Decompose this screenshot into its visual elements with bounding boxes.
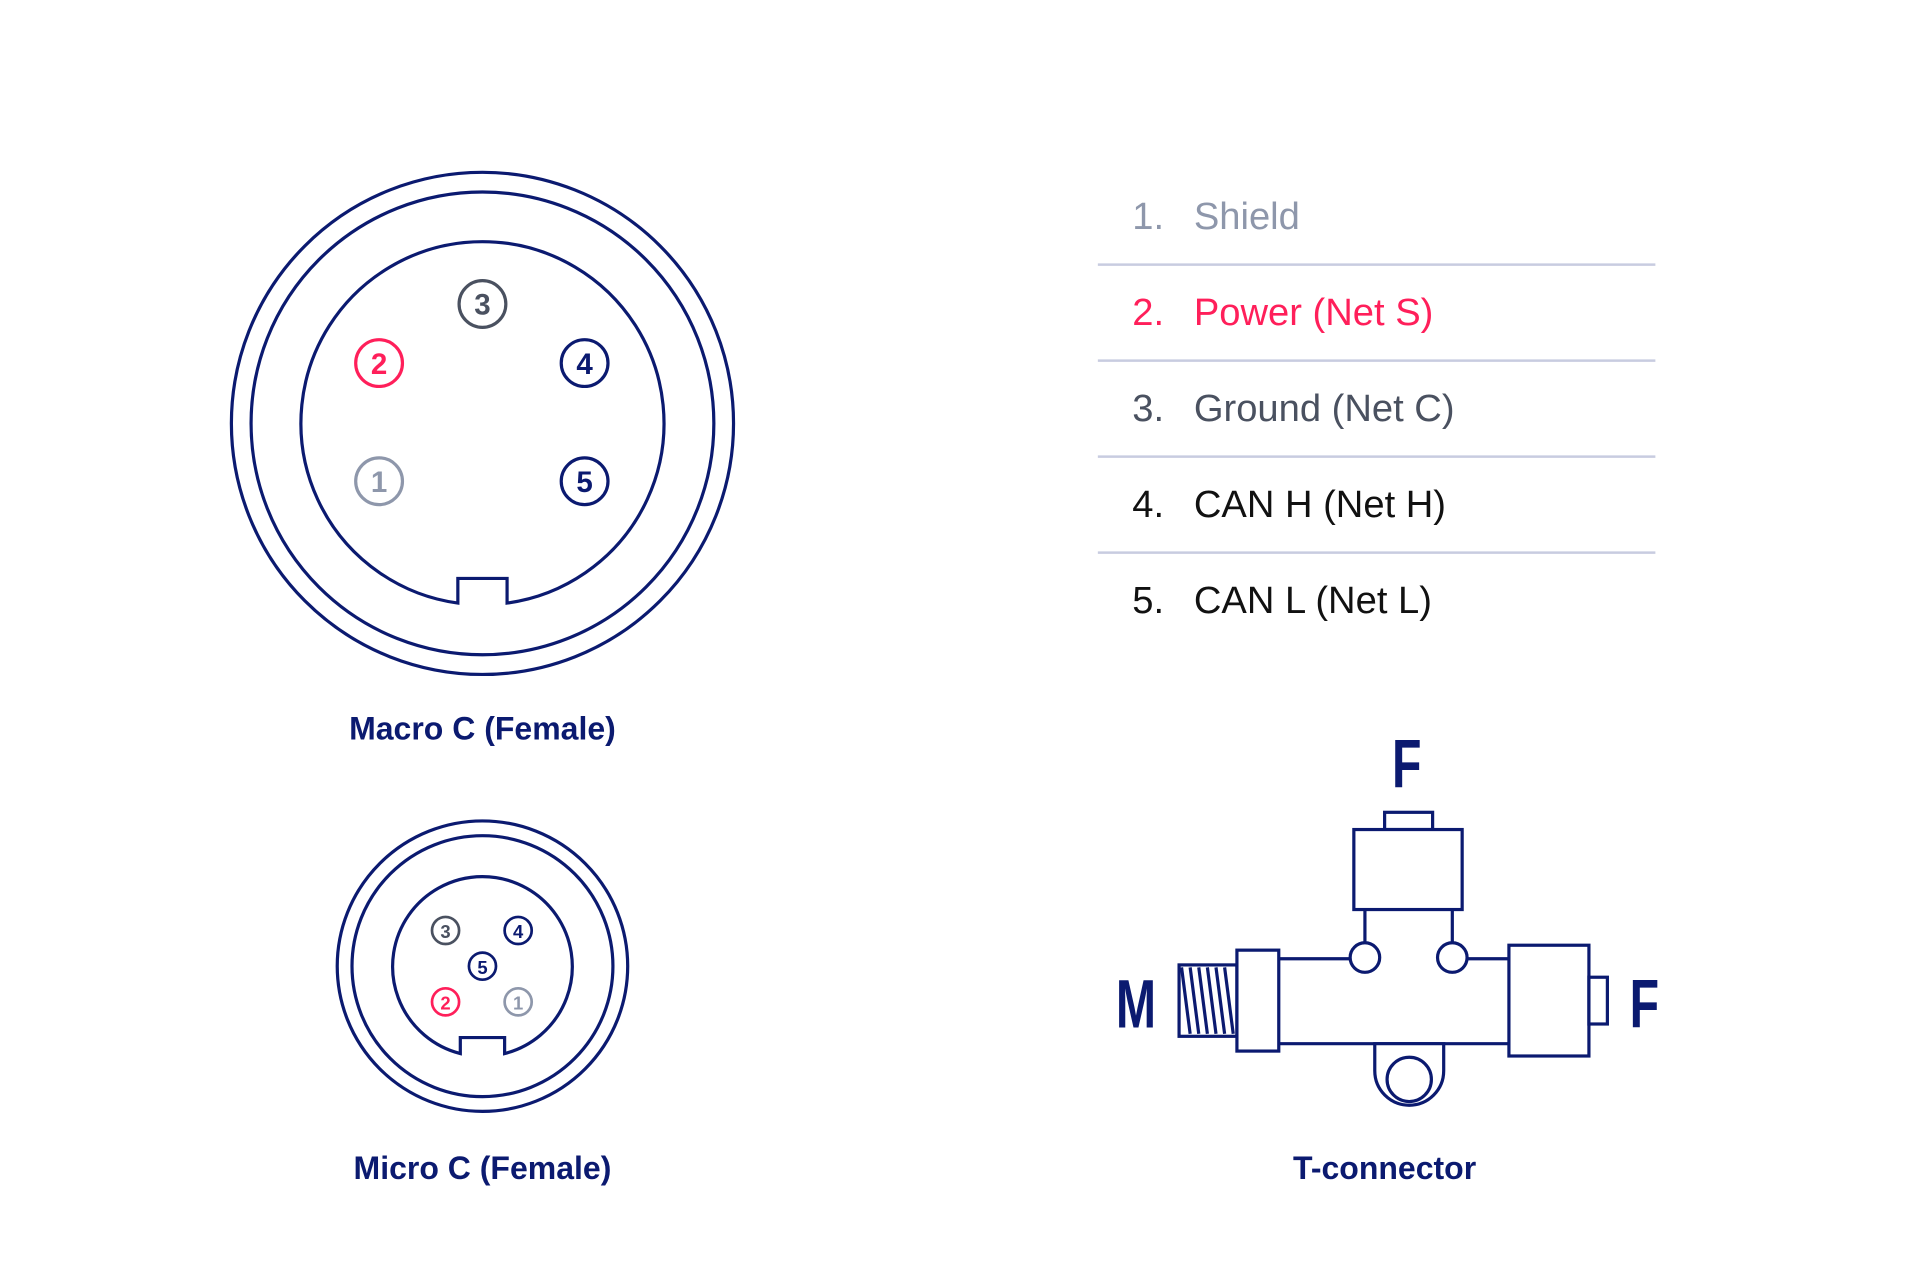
macro-pin-5: 5 <box>559 456 610 507</box>
macro-pin-1: 1 <box>354 456 405 507</box>
macro-c-connector: 3 2 4 1 5 <box>229 170 736 677</box>
svg-text:3.: 3. <box>1132 387 1164 430</box>
legend-item-power: 2. Power (Net S) <box>1132 291 1433 334</box>
micro-c-label: Micro C (Female) <box>354 1150 612 1186</box>
svg-text:2: 2 <box>440 993 450 1014</box>
legend-item-shield: 1. Shield <box>1132 195 1300 238</box>
svg-text:Shield: Shield <box>1194 195 1300 238</box>
thread <box>1177 963 1239 1038</box>
svg-text:5: 5 <box>477 957 487 978</box>
svg-text:4: 4 <box>513 921 524 942</box>
svg-text:3: 3 <box>440 921 450 942</box>
legend-item-can-l: 5. CAN L (Net L) <box>1132 579 1432 622</box>
svg-text:1: 1 <box>371 466 387 499</box>
micro-pin-1: 1 <box>503 986 534 1017</box>
svg-text:1.: 1. <box>1132 195 1164 238</box>
macro-c-label: Macro C (Female) <box>349 711 616 747</box>
svg-text:5: 5 <box>576 466 592 499</box>
svg-text:Power (Net S): Power (Net S) <box>1194 291 1433 334</box>
t-connector-label: T-connector <box>1293 1150 1476 1186</box>
svg-text:Ground (Net C): Ground (Net C) <box>1194 387 1455 430</box>
micro-pin-4: 4 <box>503 915 534 946</box>
svg-text:CAN H (Net H): CAN H (Net H) <box>1194 483 1446 526</box>
macro-pin-2: 2 <box>354 338 405 389</box>
left-end-label: M <box>1116 965 1156 1043</box>
legend-item-ground: 3. Ground (Net C) <box>1132 387 1454 430</box>
top-end-label: F <box>1392 725 1421 803</box>
svg-text:4: 4 <box>576 348 593 381</box>
svg-text:3: 3 <box>474 289 490 322</box>
micro-pin-3: 3 <box>430 915 461 946</box>
svg-text:5.: 5. <box>1132 579 1164 622</box>
macro-pin-4: 4 <box>559 338 610 389</box>
svg-text:1: 1 <box>513 993 523 1014</box>
svg-text:4.: 4. <box>1132 483 1164 526</box>
svg-text:2: 2 <box>371 348 387 381</box>
svg-text:2.: 2. <box>1132 291 1164 334</box>
micro-pin-2: 2 <box>430 986 461 1017</box>
legend-item-can-h: 4. CAN H (Net H) <box>1132 483 1446 526</box>
svg-text:CAN L (Net L): CAN L (Net L) <box>1194 579 1432 622</box>
t-connector: F M F <box>1116 725 1659 1107</box>
macro-pin-3: 3 <box>457 279 508 329</box>
micro-pin-5: 5 <box>467 951 498 982</box>
micro-c-connector: 3 4 5 2 1 <box>335 819 630 1113</box>
right-end-label: F <box>1630 965 1659 1043</box>
pin-legend: 1. Shield 2. Power (Net S) 3. Ground (Net C… <box>1097 195 1656 622</box>
